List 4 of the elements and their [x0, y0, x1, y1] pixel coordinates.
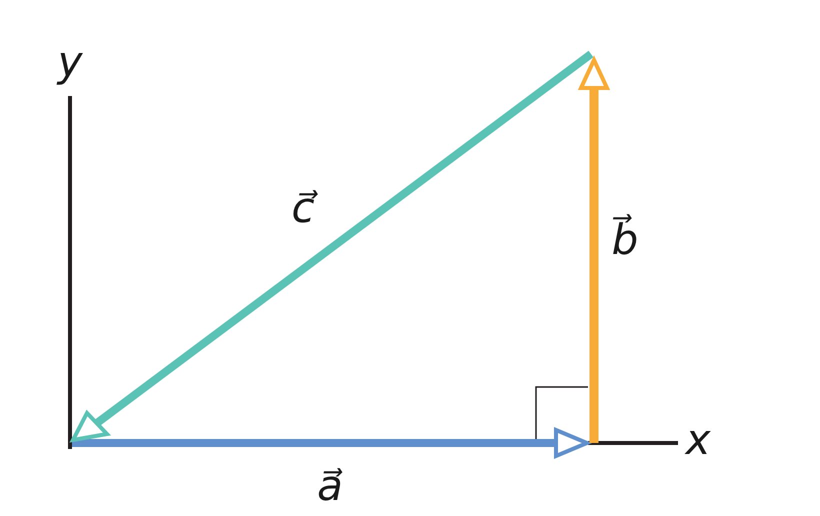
axis-label: y: [58, 36, 82, 88]
vector-label: b⃗: [612, 214, 638, 266]
axis-label: x: [686, 414, 710, 466]
vector-label: a⃗: [317, 460, 343, 512]
